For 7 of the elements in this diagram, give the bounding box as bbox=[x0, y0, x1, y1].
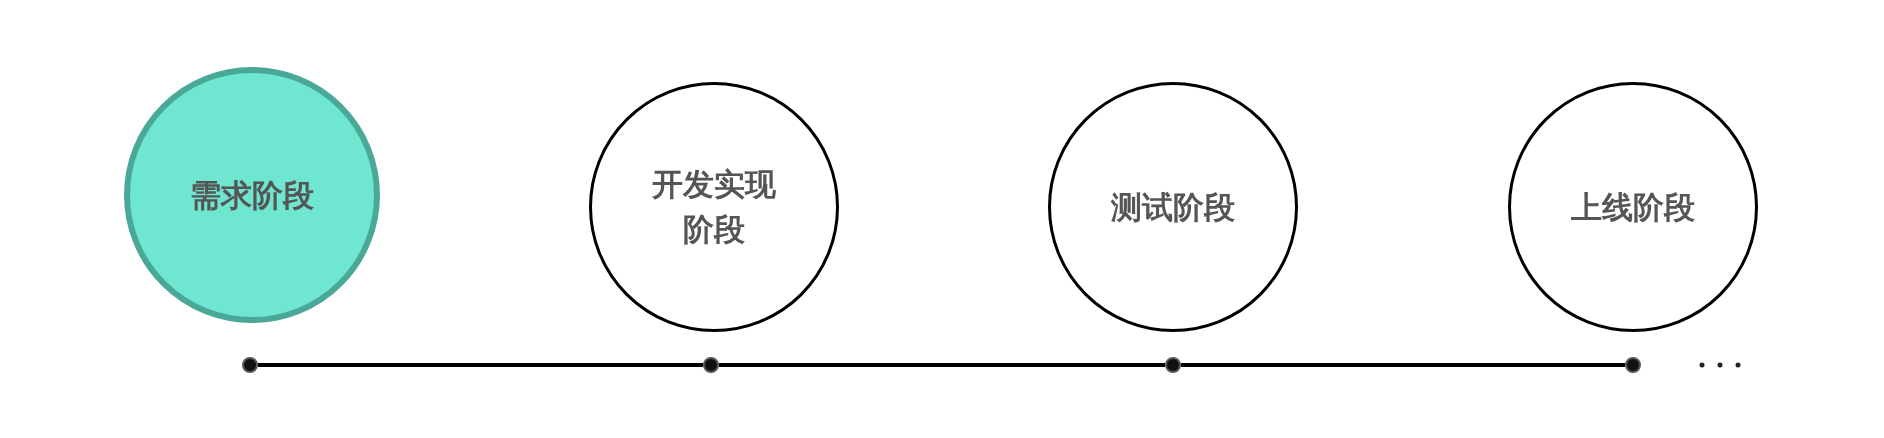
stage-label: 需求阶段 bbox=[189, 175, 315, 215]
stage-label: 上线阶段 bbox=[1570, 187, 1696, 227]
timeline-line bbox=[1181, 363, 1625, 367]
stage-label: 开发实现阶段 bbox=[651, 165, 777, 249]
timeline-line bbox=[719, 363, 1165, 367]
stage-label: 测试阶段 bbox=[1110, 187, 1236, 227]
timeline-line bbox=[258, 363, 703, 367]
